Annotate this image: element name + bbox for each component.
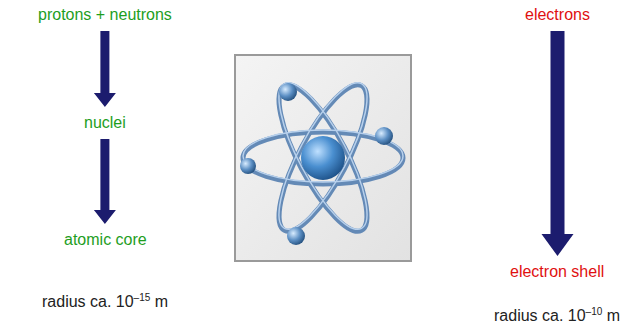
- node-text: atomic core: [64, 231, 147, 248]
- atom-illustration: [234, 54, 412, 262]
- text-node: nuclei: [80, 112, 130, 134]
- radius-label: radius ca. 10–15 m: [38, 291, 172, 313]
- node-text: nuclei: [84, 114, 126, 131]
- block-arrow: [94, 139, 116, 224]
- node-text: electrons: [525, 6, 590, 23]
- radius-label: radius ca. 10–10 m: [490, 305, 624, 327]
- block-arrow: [542, 31, 574, 256]
- text-node: protons + neutrons: [34, 4, 176, 26]
- block-arrow: [94, 31, 116, 107]
- text-node: electron shell: [506, 261, 608, 283]
- text-node: electrons: [521, 4, 594, 26]
- text-node: atomic core: [60, 229, 151, 251]
- node-text: protons + neutrons: [38, 6, 172, 23]
- node-text: electron shell: [510, 263, 604, 280]
